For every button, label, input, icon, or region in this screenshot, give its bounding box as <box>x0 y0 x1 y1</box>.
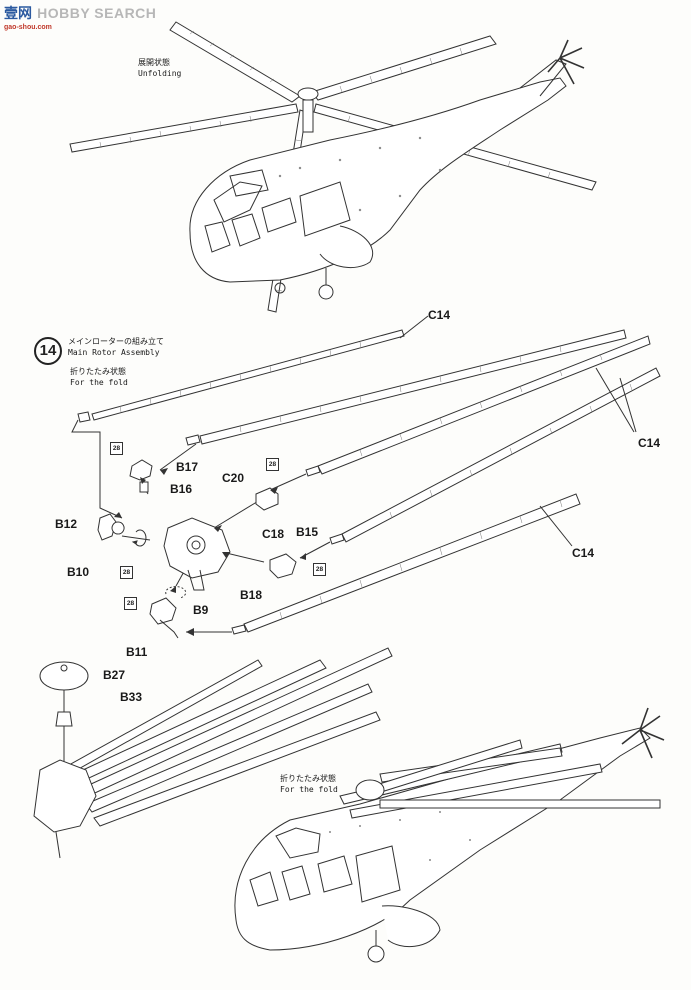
step-title-jp: メインローターの組み立て <box>68 337 164 346</box>
fold-caption: 折りたたみ状態 For the fold <box>70 366 128 388</box>
part-label-b18: B18 <box>240 588 263 602</box>
part-label-b11: B11 <box>126 645 148 659</box>
step-title: メインローターの組み立て Main Rotor Assembly <box>68 336 164 358</box>
part-label-b17: B17 <box>176 460 199 474</box>
part-label-c18: C18 <box>262 527 285 541</box>
part-label-c14-lower: C14 <box>572 546 595 560</box>
paint-code-badge: 28 <box>110 442 123 455</box>
part-label-c20: C20 <box>222 471 245 485</box>
step-title-en: Main Rotor Assembly <box>68 348 160 357</box>
paint-code-badge: 28 <box>124 597 137 610</box>
part-label-b27: B27 <box>103 668 126 682</box>
rotor-assembly-diagram <box>71 315 661 639</box>
fold-caption-en: For the fold <box>70 378 128 387</box>
helicopter-unfolded <box>69 21 597 313</box>
part-label-b16: B16 <box>170 482 193 496</box>
folded-caption: 折りたたみ状態 For the fold <box>280 773 338 795</box>
folded-caption-jp: 折りたたみ状態 <box>280 774 336 783</box>
watermark-url: gao-shou.com <box>4 24 52 31</box>
part-label-b10: B10 <box>67 565 90 579</box>
part-label-b9: B9 <box>193 603 209 617</box>
part-label-b33: B33 <box>120 690 143 704</box>
folded-rotor-detail <box>33 647 393 859</box>
watermark-text: HOBBY SEARCH <box>37 5 157 21</box>
step-number: 14 <box>34 337 62 365</box>
paint-code-badge: 28 <box>313 563 326 576</box>
part-label-b12: B12 <box>55 517 78 531</box>
unfolding-caption-jp: 展開状態 <box>138 58 170 67</box>
unfolding-caption-en: Unfolding <box>138 69 182 78</box>
fold-caption-jp: 折りたたみ状態 <box>70 367 126 376</box>
part-label-c14-top: C14 <box>428 308 451 322</box>
helicopter-folded <box>234 707 665 963</box>
part-label-b15: B15 <box>296 525 319 539</box>
watermark-logo: 壹网 <box>4 6 32 22</box>
paint-code-badge: 28 <box>120 566 133 579</box>
folded-caption-en: For the fold <box>280 785 338 794</box>
part-label-c14-right: C14 <box>638 436 661 450</box>
unfolding-caption: 展開状態 Unfolding <box>138 57 181 79</box>
paint-code-badge: 28 <box>266 458 279 471</box>
watermark: 壹网 HOBBY SEARCH <box>4 3 156 23</box>
